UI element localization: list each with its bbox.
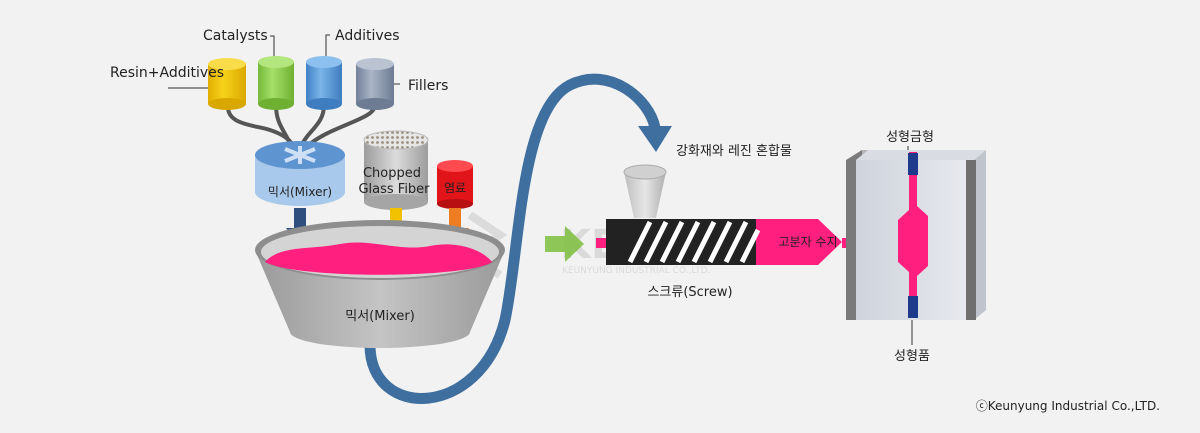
mold (846, 150, 986, 320)
screw-label: 스크류(Screw) (647, 285, 732, 300)
small-mixer (255, 141, 345, 206)
transfer-pipe (364, 73, 661, 404)
pigment-label: 염료 (444, 181, 466, 195)
glass-fiber-label: Glass Fiber (358, 182, 430, 197)
chopped-glass-fiber-cylinder (363, 130, 429, 210)
polymer-resin-label: 고분자 수지 (778, 235, 837, 249)
fillers-cylinder (356, 58, 394, 110)
hopper (623, 164, 667, 218)
copyright: ⓒKeunyung Industrial Co.,LTD. (976, 399, 1160, 413)
chopped-label: Chopped (363, 166, 421, 181)
additives-label: Additives (335, 28, 400, 44)
screw-flights (627, 220, 761, 264)
mixed-compound (265, 242, 492, 275)
mixer-blade-icon (284, 146, 316, 164)
pigment-cylinder (437, 160, 473, 209)
resin-additives-cylinder (208, 58, 246, 110)
product-label: 성형품 (894, 349, 930, 364)
catalysts-label: Catalysts (203, 28, 268, 44)
process-arrow-icon (545, 226, 584, 262)
fillers-label: Fillers (408, 78, 448, 94)
bowl-mixer-label: 믹서(Mixer) (345, 309, 415, 324)
mold-label: 성형금형 (886, 130, 934, 145)
watermark-subtext: KEUNYUNG INDUSTRIAL CO.,LTD. (562, 266, 710, 276)
mold-cavity (898, 152, 928, 318)
additives-cylinder (306, 56, 342, 110)
catalysts-cylinder (258, 56, 294, 110)
small-mixer-label: 믹서(Mixer) (268, 185, 332, 199)
pipe-arrowhead-icon (638, 126, 672, 152)
compound-label: 강화재와 레진 혼합물 (676, 144, 792, 159)
main-mixer-bowl (255, 220, 505, 348)
resin-additives-label: Resin+Additives (110, 65, 224, 81)
